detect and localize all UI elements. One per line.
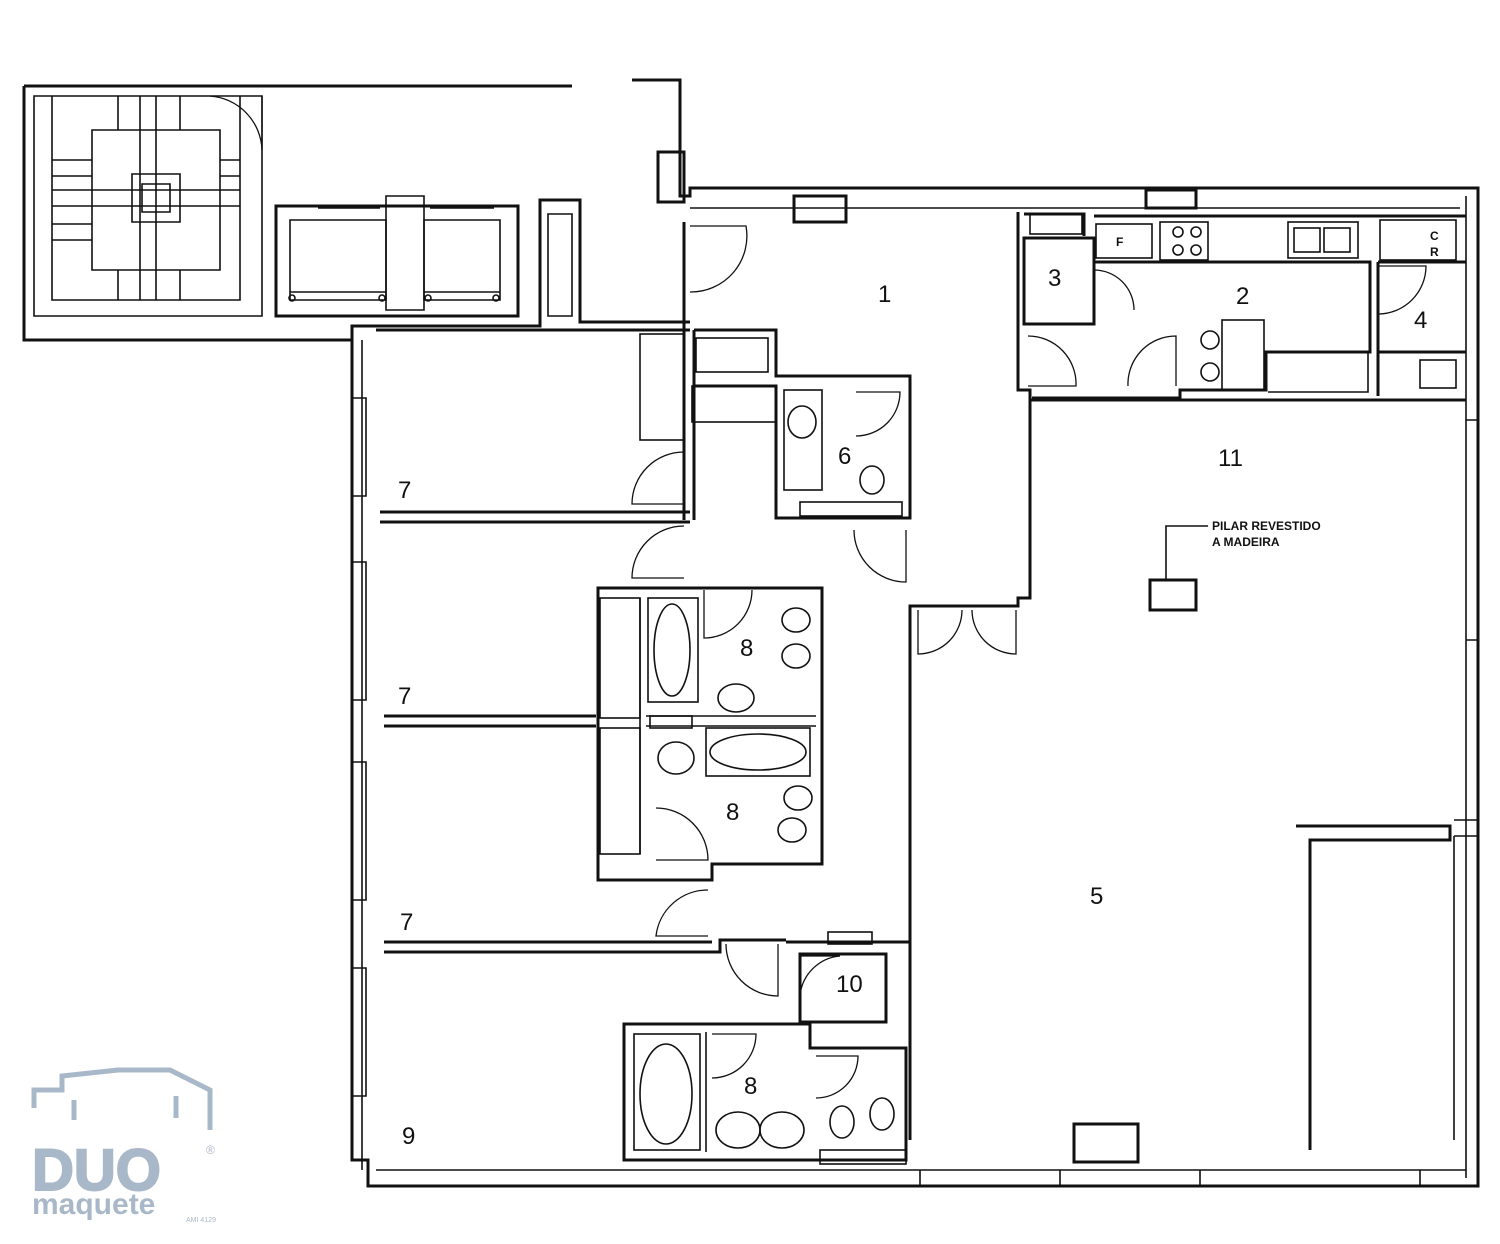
bathroom-fixtures (599, 333, 907, 1165)
room-label-1: 1 (878, 281, 891, 308)
room-label-5: 5 (1090, 883, 1103, 910)
logo-registered: ® (206, 1143, 215, 1157)
room-label-8a: 8 (740, 635, 753, 662)
room-label-2: 2 (1236, 283, 1249, 310)
pillar-note-line1: PILAR REVESTIDO (1212, 519, 1321, 533)
doors (631, 225, 1427, 1099)
windows (352, 397, 1479, 1186)
cooler-c-label: C (1430, 229, 1439, 243)
logo-tiny: AMI 4129 (186, 1217, 216, 1224)
room-label-8b: 8 (726, 799, 739, 826)
room-label-10: 10 (836, 971, 863, 998)
room-label-9: 9 (402, 1123, 415, 1150)
pillar-note-line2: A MADEIRA (1212, 535, 1280, 549)
room-label-4: 4 (1414, 307, 1427, 334)
duo-maquete-logo: DUO ® maquete AMI 4129 (31, 1067, 216, 1224)
exterior-walls (350, 78, 1480, 1188)
stair-elevator-block (22, 84, 690, 342)
room-label-11: 11 (1218, 445, 1243, 472)
room-label-6: 6 (838, 443, 851, 470)
room-label-7b: 7 (398, 683, 411, 710)
kitchen-fixtures (1029, 213, 1457, 393)
interior-walls (376, 212, 1466, 1162)
wood-clad-pillar (1148, 525, 1208, 612)
room-label-8c: 8 (744, 1073, 757, 1100)
room-label-7c: 7 (400, 909, 413, 936)
room-label-7a: 7 (398, 477, 411, 504)
logo-sub: maquete (32, 1188, 155, 1221)
cooler-r-label: R (1430, 245, 1439, 259)
room-label-3: 3 (1048, 265, 1061, 292)
fridge-label: F (1116, 235, 1123, 249)
logo-brand: DUO (32, 1138, 161, 1203)
